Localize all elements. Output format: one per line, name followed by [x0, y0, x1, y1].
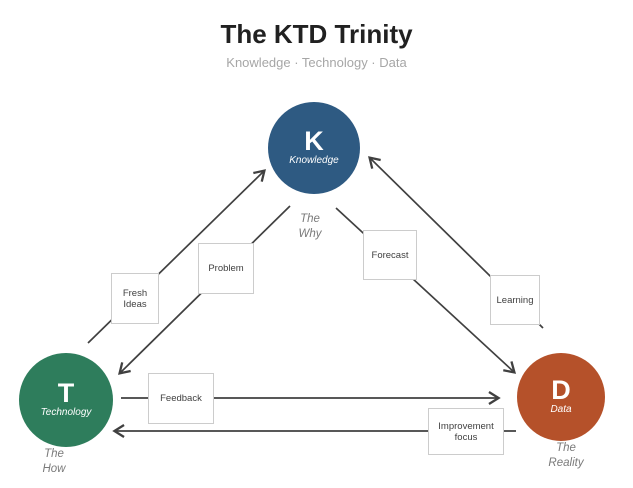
edge-label-problem: Problem	[198, 243, 254, 294]
node-knowledge-letter: K	[304, 126, 324, 156]
caption-knowledge-line1: The	[300, 213, 320, 225]
caption-data-line2: Reality	[548, 457, 584, 469]
edge-label-learning-text: Learning	[496, 294, 534, 306]
page-subtitle: Knowledge · Technology · Data	[226, 55, 407, 70]
edge-label-improvement-focus: Improvement focus	[428, 408, 504, 455]
edge-label-learning: Learning	[490, 275, 540, 325]
edge-label-problem-text: Problem	[208, 263, 244, 274]
edge-label-fresh-ideas-line1: Fresh	[122, 287, 148, 299]
caption-technology: The How	[19, 447, 89, 477]
edge-label-forecast: Forecast	[363, 230, 417, 280]
caption-data: The Reality	[531, 441, 601, 471]
edge-label-fresh-ideas-line2: Ideas	[123, 298, 147, 310]
node-data-letter: D	[551, 375, 571, 405]
caption-knowledge-line2: Why	[298, 228, 322, 240]
edge-label-feedback: Feedback	[148, 373, 214, 424]
node-technology-label: Technology	[40, 407, 92, 418]
edge-label-improvement-line2: focus	[454, 431, 478, 443]
node-technology-letter: T	[57, 378, 75, 408]
edge-label-forecast-text: Forecast	[371, 249, 409, 261]
edge-label-feedback-text: Feedback	[160, 393, 202, 404]
caption-technology-line1: The	[44, 448, 64, 460]
node-knowledge: K Knowledge	[268, 102, 360, 194]
node-data-label: Data	[550, 404, 572, 415]
caption-data-line1: The	[556, 442, 576, 454]
caption-knowledge: The Why	[275, 212, 345, 242]
edge-label-improvement-line1: Improvement	[438, 420, 494, 432]
node-data: D Data	[517, 353, 605, 441]
node-technology: T Technology	[19, 353, 113, 447]
page-title: The KTD Trinity	[220, 19, 413, 49]
edge-label-fresh-ideas: Fresh Ideas	[111, 273, 159, 324]
caption-technology-line2: How	[42, 463, 66, 475]
node-knowledge-label: Knowledge	[289, 155, 339, 166]
